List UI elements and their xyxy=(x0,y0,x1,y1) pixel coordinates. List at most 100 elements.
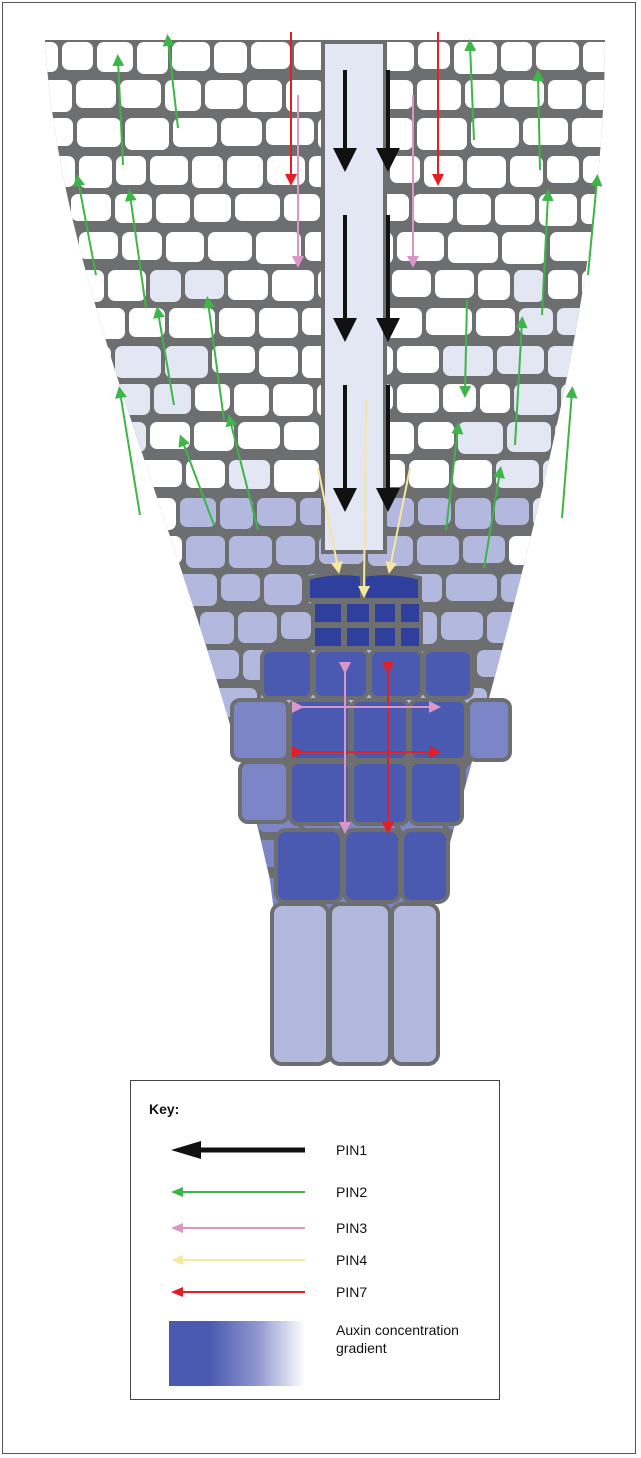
cell xyxy=(561,612,595,641)
cell xyxy=(66,498,99,529)
cell xyxy=(572,118,614,147)
cell xyxy=(284,194,320,221)
cell xyxy=(510,156,543,187)
cell xyxy=(547,156,579,183)
root-tip-diagram xyxy=(0,0,641,1075)
cell xyxy=(79,232,118,259)
cell xyxy=(214,42,247,73)
cell xyxy=(22,802,72,832)
cell xyxy=(418,42,450,69)
cell xyxy=(36,536,80,563)
cell xyxy=(169,308,215,338)
stele-column xyxy=(323,42,385,552)
cell xyxy=(602,384,634,413)
cell xyxy=(235,194,280,221)
key-row-pin1: PIN1 xyxy=(131,1141,499,1171)
cell xyxy=(200,612,234,644)
cell xyxy=(606,1030,641,1057)
cell xyxy=(36,840,74,869)
cell xyxy=(593,422,627,452)
cell xyxy=(36,80,72,112)
cell xyxy=(568,916,612,944)
cell xyxy=(208,232,252,261)
cell xyxy=(115,346,161,378)
cell xyxy=(514,1030,555,1058)
key-label-pin1: PIN1 xyxy=(336,1141,367,1159)
cell xyxy=(228,270,268,300)
cell xyxy=(557,308,602,335)
cell xyxy=(238,878,279,909)
cell xyxy=(259,308,298,338)
cell xyxy=(390,156,420,183)
cell xyxy=(74,384,111,411)
cell xyxy=(604,232,641,263)
cell xyxy=(501,878,540,909)
cell xyxy=(205,1068,248,1075)
cell xyxy=(218,954,249,981)
cell xyxy=(284,422,319,450)
cell xyxy=(521,992,557,1022)
cell xyxy=(457,194,491,225)
cell xyxy=(22,42,58,72)
cell xyxy=(125,118,169,150)
cell xyxy=(476,308,515,336)
cell xyxy=(144,954,177,983)
cell xyxy=(72,650,106,678)
cell xyxy=(22,346,63,377)
cell xyxy=(192,156,223,188)
cell xyxy=(298,1068,338,1075)
cell xyxy=(561,992,608,1019)
cell xyxy=(124,840,156,870)
cell xyxy=(140,498,176,530)
cell xyxy=(185,270,224,299)
cell xyxy=(194,422,234,451)
cell xyxy=(122,574,170,604)
cell xyxy=(36,916,79,945)
cell xyxy=(281,612,311,639)
cell xyxy=(36,308,82,338)
cell xyxy=(622,42,641,70)
cell xyxy=(67,346,111,374)
cell xyxy=(217,992,255,1020)
cell xyxy=(586,80,629,110)
cell xyxy=(252,1068,294,1075)
cell xyxy=(453,878,497,910)
cell xyxy=(454,42,497,74)
cell xyxy=(36,764,70,795)
cell xyxy=(629,1068,641,1075)
cell xyxy=(523,650,568,682)
cell xyxy=(219,308,255,337)
cell xyxy=(592,574,631,602)
cell xyxy=(36,1068,76,1075)
cell xyxy=(544,878,583,908)
cell xyxy=(193,916,242,948)
cell xyxy=(446,574,497,601)
cell xyxy=(77,118,121,147)
cell xyxy=(72,1030,118,1057)
cell xyxy=(397,384,439,413)
cell xyxy=(583,156,614,183)
cell xyxy=(151,878,195,909)
cell xyxy=(103,498,136,528)
cell xyxy=(91,460,131,491)
cell xyxy=(22,574,63,602)
cell xyxy=(455,498,491,529)
cell xyxy=(160,840,195,871)
cell xyxy=(607,498,641,529)
cell xyxy=(251,42,290,69)
cell xyxy=(135,536,182,564)
cell xyxy=(173,118,217,147)
cell xyxy=(257,498,296,526)
cell xyxy=(103,954,140,982)
cell xyxy=(264,574,302,605)
cell xyxy=(587,878,624,907)
cell xyxy=(181,954,214,984)
cell xyxy=(629,194,641,223)
cell xyxy=(199,840,239,871)
cell xyxy=(582,1068,625,1075)
cell xyxy=(487,612,519,643)
cell xyxy=(625,270,641,298)
cell xyxy=(22,878,58,905)
cell xyxy=(36,384,70,414)
cell xyxy=(612,992,641,1023)
